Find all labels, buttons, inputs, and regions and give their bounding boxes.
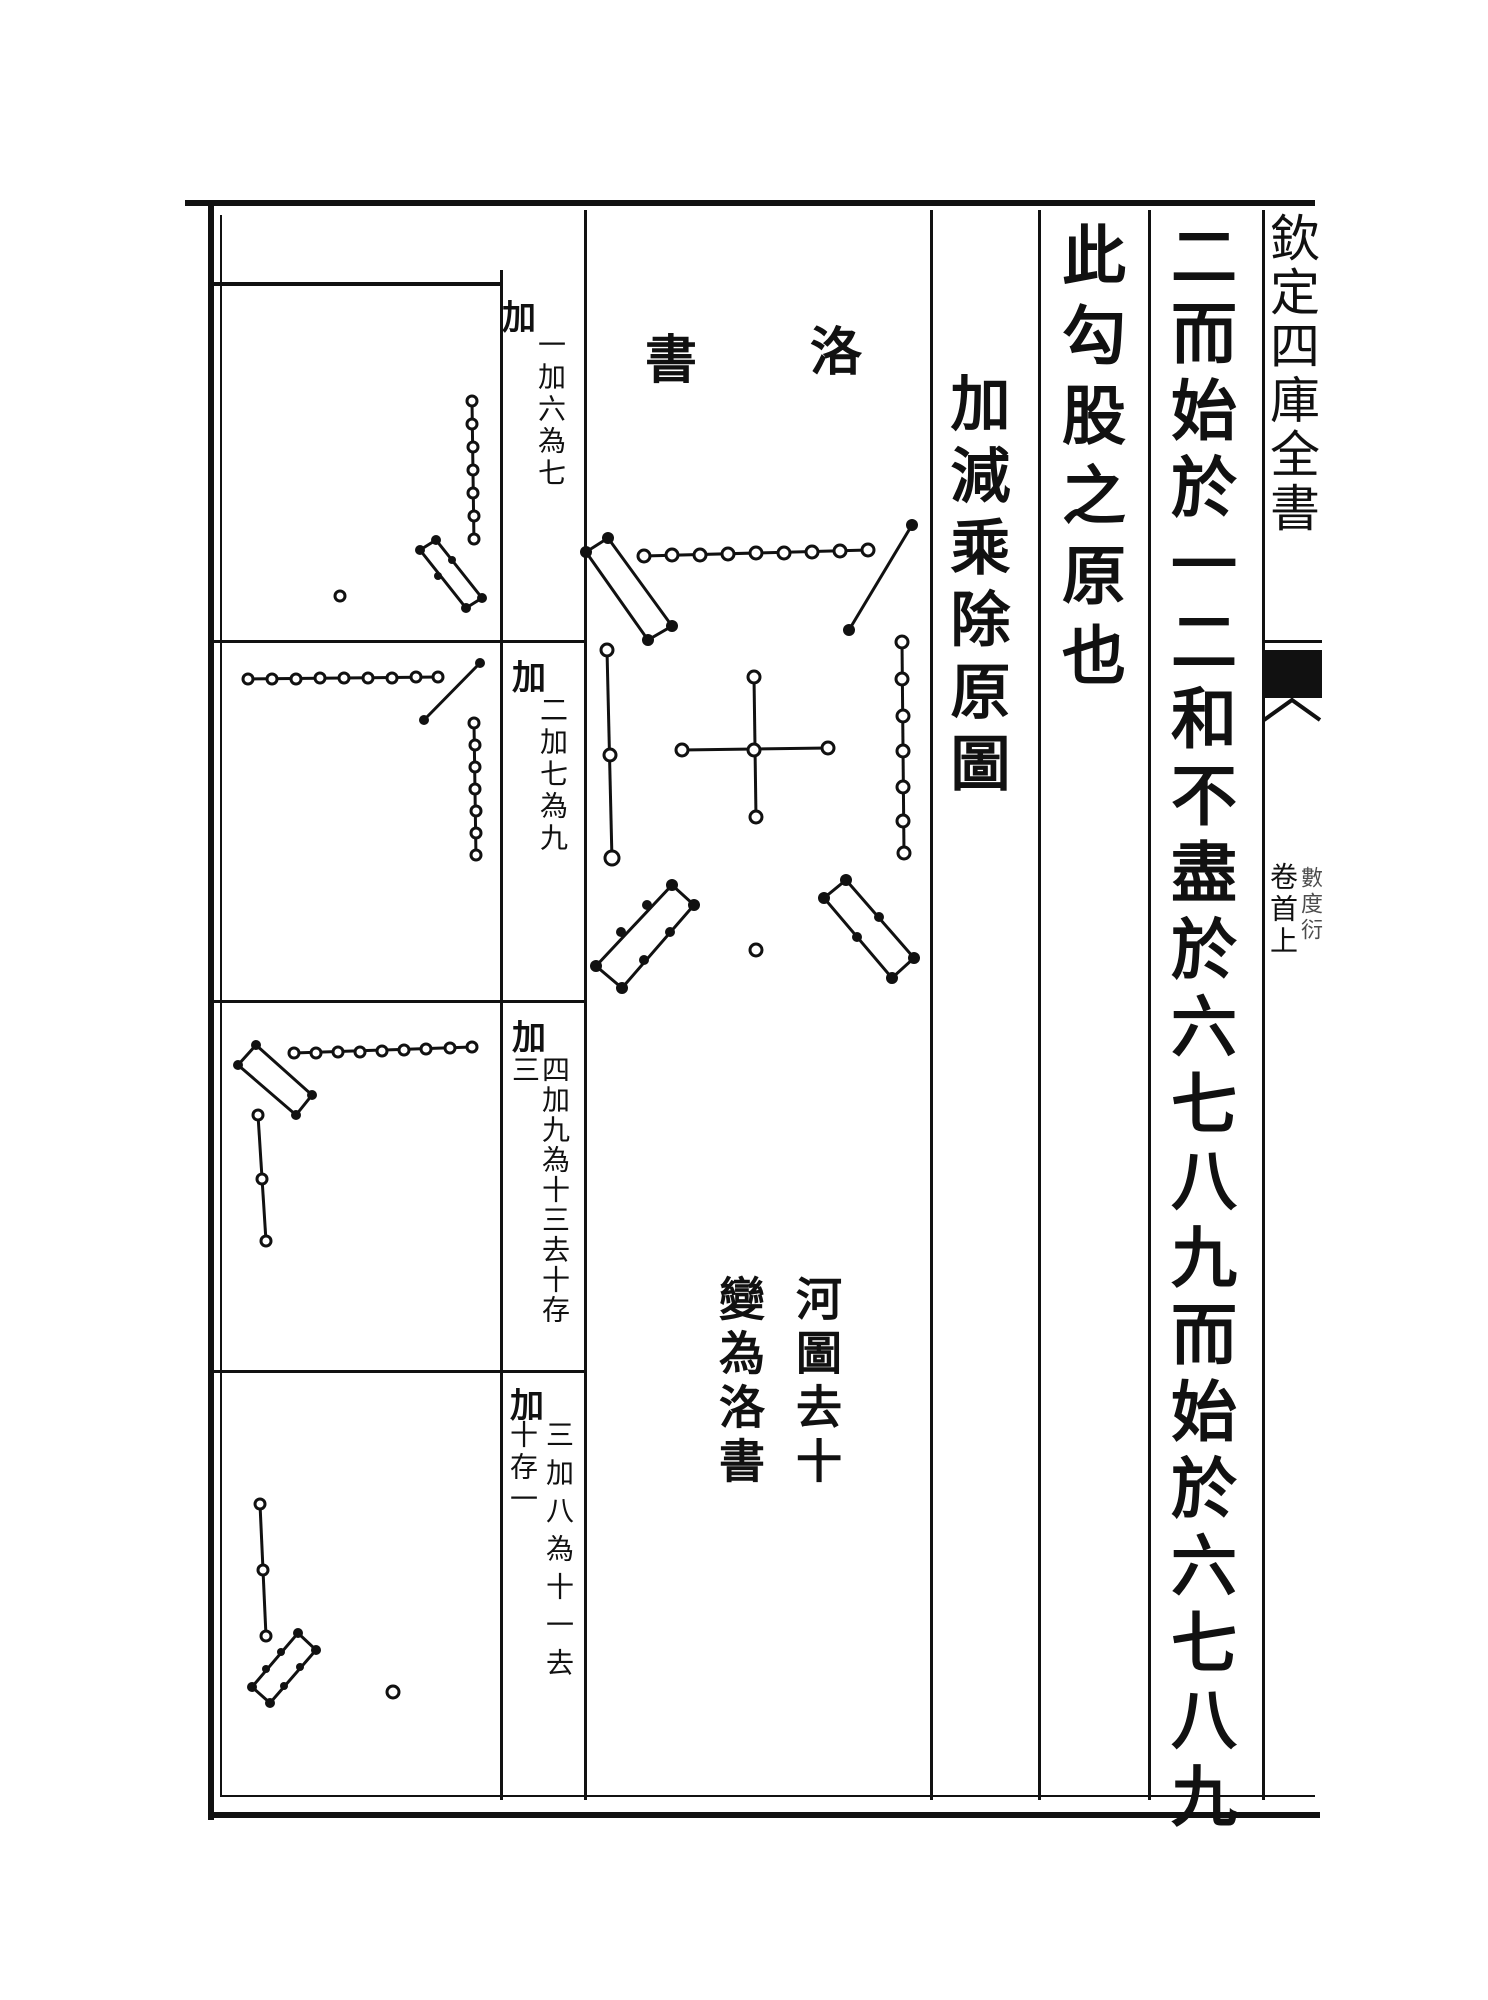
margin-rule-upper [1262, 640, 1322, 643]
panel-2-diagram [241, 658, 485, 862]
panel-2-formula: 二加七為九 [536, 695, 569, 855]
book-title-header: 欽定四庫全書 [1262, 212, 1320, 536]
divider-col3-left [930, 210, 933, 1800]
panel-3-diagram [233, 1040, 479, 1248]
margin-book-name-partial: 數度衍 [1297, 866, 1322, 944]
panel-3-formula: 四加九為十三去十存 [538, 1055, 571, 1325]
panel-3-side-note: 三 [508, 1055, 541, 1087]
diagram-heading: 加減乘除原圖 [940, 372, 1010, 804]
panel-4-formula: 三加八為十一去 [542, 1420, 575, 1686]
luoshu-diagram [580, 519, 920, 994]
divider-labels-left [500, 270, 503, 1800]
divider-col2-left [1038, 210, 1041, 1800]
frame-left-border [208, 200, 214, 1820]
luoshu-caption-right: 河圖去十 [789, 1275, 843, 1491]
panel-1-diagram [333, 394, 487, 613]
panel-1-add-label: 加 [502, 298, 536, 338]
panel-separator-2 [214, 1000, 584, 1003]
luoshu-title-shu: 書 [645, 330, 698, 391]
margin-volume-label: 卷首上 [1266, 862, 1299, 958]
fish-tail-mark-icon [1262, 650, 1322, 722]
panel-separator-1 [214, 640, 584, 643]
divider-main-left [1148, 210, 1151, 1800]
luoshu-caption-left: 變為洛書 [712, 1275, 766, 1491]
panel-4-side-note: 十存一 [506, 1420, 539, 1516]
frame-top-border [185, 200, 1315, 206]
frame-left-inner [220, 215, 222, 1795]
panel-4-diagram [247, 1497, 401, 1708]
panel-2-add-label: 加 [512, 658, 546, 698]
divider-margin [1262, 210, 1265, 1800]
frame-bottom-inner [220, 1795, 1315, 1797]
panel-separator-top [214, 282, 500, 286]
panel-4-add-label: 加 [510, 1386, 544, 1426]
panel-1-formula: 一加六為七 [534, 330, 567, 490]
luoshu-title-luo: 洛 [810, 322, 863, 383]
conclusion-text: 此勾股之原也 [1051, 222, 1126, 702]
divider-luoshu-left [584, 210, 587, 1800]
frame-bottom-border [210, 1812, 1320, 1818]
panel-separator-3 [214, 1370, 584, 1373]
panel-3-add-label: 加 [512, 1018, 546, 1058]
main-text-column: 二而始於一二和不盡於六七八九而始於六七八九 [1160, 222, 1238, 1839]
